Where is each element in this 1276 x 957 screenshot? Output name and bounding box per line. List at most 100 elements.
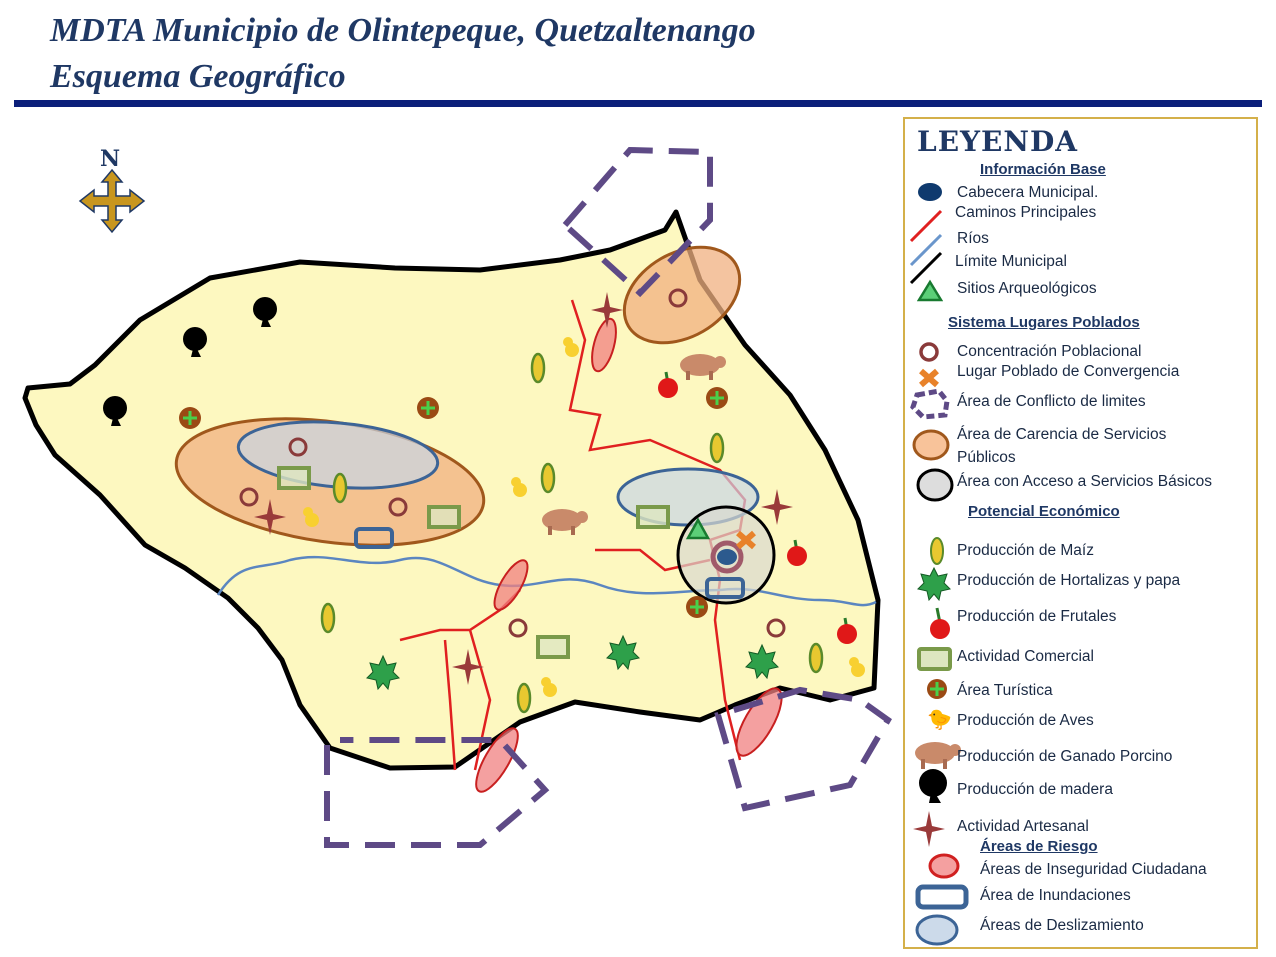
fruit-icon [787,539,807,566]
corn-icon [332,472,348,504]
chick-icon [563,337,579,357]
artisan-star-icon [452,649,484,685]
population-ring-icon [766,618,786,638]
corn-icon [930,537,944,565]
triangle-icon [917,279,943,302]
river [216,555,877,607]
legend-rios: Ríos [957,230,989,247]
fruit-icon [837,617,857,644]
legend-section-economico: Potencial Económico [968,503,1120,520]
tourism-icon [417,397,439,419]
corn-icon [516,682,532,714]
tree-icon [253,297,277,327]
commercial-marker [277,466,311,490]
tree-icon [103,396,127,426]
legend-section-base: Información Base [980,161,1106,178]
commercial-marker [427,505,461,529]
legend-concentracion: Concentración Poblacional [957,343,1142,360]
legend-conflicto: Área de Conflicto de limites [957,393,1146,410]
geographic-map: N [22,146,892,848]
vegetable-star-icon [745,643,779,680]
legend-turistica: Área Turística [957,682,1053,699]
flood-marker [354,527,394,549]
pig-icon [542,509,588,535]
page-title: MDTA Municipio de Olintepeque, Quetzalte… [50,12,756,49]
blue-rect-icon [915,884,969,910]
population-ring-icon [508,618,528,638]
legend-deslizamiento: Áreas de Deslizamiento [980,917,1144,934]
commercial-marker [636,505,670,529]
artisan-star-icon [913,811,945,847]
lines-icon [909,209,943,285]
pig-icon [915,742,961,769]
legend-acceso: Área con Acceso a Servicios Básicos [957,473,1213,490]
chick-icon [849,657,865,677]
legend-title: LEYENDA [917,125,1078,158]
legend-aves: Producción de Aves [957,712,1094,729]
legend-section-riesgo: Áreas de Riesgo [980,838,1098,855]
tourism-icon [686,596,708,618]
tourism-icon [706,387,728,409]
chick-icon [541,677,557,697]
commercial-marker [536,635,570,659]
tree-icon [919,769,947,803]
legend-madera: Producción de madera [957,781,1113,798]
corn-icon [530,352,546,384]
legend-porcino: Producción de Ganado Porcino [957,748,1173,765]
legend-inundaciones: Área de Inundaciones [980,887,1131,904]
legend-comercial: Actividad Comercial [957,648,1094,665]
legend-limite: Límite Municipal [955,253,1067,270]
legend-maiz: Producción de Maíz [957,542,1094,559]
legend-convergencia: Lugar Poblado de Convergencia [957,363,1180,380]
green-rect-icon [917,647,952,671]
vegetable-star-icon [366,654,400,691]
conflicto-areas [324,146,892,848]
tourism-icon [927,679,947,699]
chick-icon: 🐤 [927,709,952,731]
red-ellipse-icon [928,853,960,879]
grey-circle-icon [916,468,954,502]
legend-artesanal: Actividad Artesanal [957,818,1089,835]
cabecera-icon [918,183,942,201]
vegetable-star-icon [606,634,640,671]
population-ring-icon [288,437,308,457]
artisan-star-icon [254,499,286,535]
dashed-hexagon-icon [910,388,950,420]
orange-ellipse-icon [912,429,950,461]
cross-icon [919,368,939,388]
convergence-icon [736,530,756,550]
legend-hortalizas: Producción de Hortalizas y papa [957,572,1181,589]
population-ring-icon [388,497,408,517]
north-label: N [100,146,120,172]
legend-cabecera: Cabecera Municipal. [957,184,1099,201]
blue-ellipse-icon [915,914,959,946]
artisan-star-icon [591,292,623,328]
legend-section-poblados: Sistema Lugares Poblados [948,314,1140,331]
chick-icon [303,507,319,527]
page-subtitle: Esquema Geográfico [50,58,346,95]
corn-icon [709,432,725,464]
corn-icon [540,462,556,494]
artisan-star-icon [761,489,793,525]
archaeological-site-icon [685,517,711,540]
legend-sitios: Sitios Arqueológicos [957,280,1097,297]
corn-icon [808,642,824,674]
chick-icon [511,477,527,497]
cabecera-marker [710,540,744,574]
population-ring-icon [239,487,259,507]
north-arrow-icon: N [78,146,146,234]
legend-caminos: Caminos Principales [955,204,1097,221]
title-divider [14,100,1262,107]
fruit-icon [930,607,950,639]
star-icon [917,567,951,601]
flood-marker [705,577,745,599]
legend-carencia: Área de Carencia de Servicios Públicos [957,426,1167,466]
ring-icon [919,342,939,362]
legend-inseguridad: Áreas de Inseguridad Ciudadana [980,861,1207,878]
pig-icon [680,354,726,380]
population-ring-icon [668,288,688,308]
corn-icon [320,602,336,634]
tourism-icon [179,407,201,429]
legend-frutales: Producción de Frutales [957,608,1117,625]
fruit-icon [658,371,678,398]
